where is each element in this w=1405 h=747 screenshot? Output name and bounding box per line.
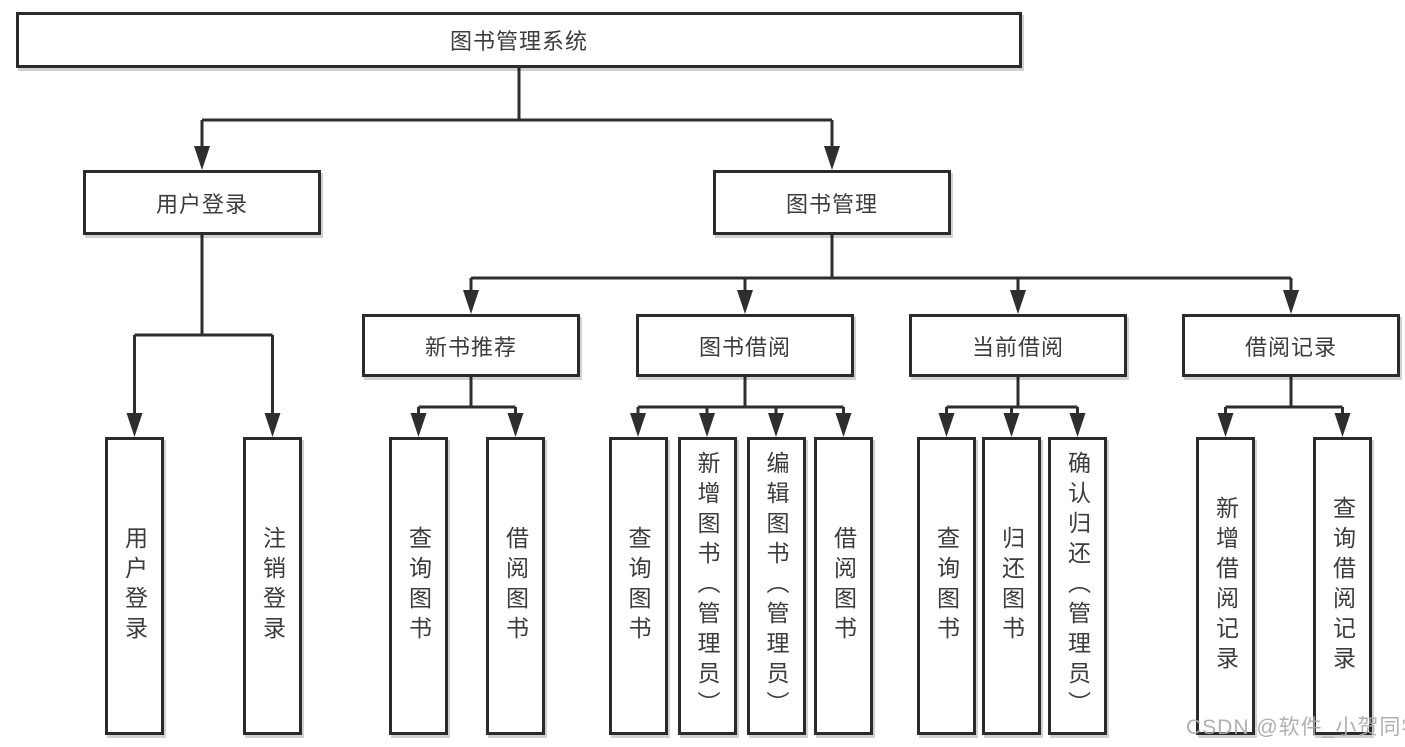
leaf-query-book-borrowing: 查询图书	[608, 437, 668, 735]
leaf-query-borrow-record: 查询借阅记录	[1313, 437, 1372, 735]
leaf-add-borrow-record-label: 新增借阅记录	[1212, 496, 1239, 676]
leaf-add-book-admin-label: 新增图书（管理员）	[694, 451, 720, 721]
leaf-query-book-recommend: 查询图书	[389, 437, 448, 735]
node-borrowing-records: 借阅记录	[1182, 314, 1400, 377]
node-root: 图书管理系统	[16, 12, 1022, 68]
leaf-borrow-book-borrowing: 借阅图书	[814, 437, 873, 735]
leaf-return-book-label: 归还图书	[998, 526, 1025, 646]
node-user-login: 用户登录	[83, 170, 321, 235]
leaf-query-book-recommend-label: 查询图书	[405, 526, 432, 646]
leaf-add-book-admin: 新增图书（管理员）	[677, 437, 737, 735]
leaf-logout: 注销登录	[243, 437, 302, 735]
node-book-management-label: 图书管理	[785, 191, 878, 217]
node-book-management: 图书管理	[713, 170, 951, 235]
leaf-user-login: 用户登录	[105, 437, 164, 735]
node-current-borrowing-label: 当前借阅	[971, 334, 1064, 360]
node-root-label: 图书管理系统	[449, 29, 588, 54]
node-current-borrowing: 当前借阅	[909, 314, 1127, 377]
tree-edges	[133, 68, 1344, 417]
leaf-query-borrow-record-label: 查询借阅记录	[1329, 496, 1356, 676]
leaf-query-book-borrowing-label: 查询图书	[625, 526, 651, 646]
node-book-borrowing: 图书借阅	[636, 314, 854, 377]
leaf-confirm-return-admin: 确认归还（管理员）	[1048, 437, 1107, 735]
leaf-borrow-book-recommend: 借阅图书	[486, 437, 545, 735]
leaf-confirm-return-admin-label: 确认归还（管理员）	[1064, 451, 1091, 721]
node-book-borrowing-label: 图书借阅	[698, 334, 791, 360]
leaf-return-book: 归还图书	[982, 437, 1041, 735]
watermark: CSDN @软件_小贺同学	[1186, 716, 1405, 739]
arrowhead-icons	[126, 146, 1351, 437]
leaf-logout-label: 注销登录	[259, 526, 286, 646]
node-new-book-recommend: 新书推荐	[362, 314, 580, 377]
node-new-book-recommend-label: 新书推荐	[424, 334, 517, 360]
node-user-login-label: 用户登录	[155, 191, 248, 217]
leaf-query-book-current: 查询图书	[917, 437, 976, 735]
leaf-borrow-book-recommend-label: 借阅图书	[502, 526, 529, 646]
leaf-borrow-book-borrowing-label: 借阅图书	[830, 526, 857, 646]
leaf-query-book-current-label: 查询图书	[933, 526, 960, 646]
node-borrowing-records-label: 借阅记录	[1244, 334, 1337, 360]
leaf-edit-book-admin: 编辑图书（管理员）	[746, 437, 806, 735]
leaf-user-login-label: 用户登录	[121, 526, 148, 646]
leaf-add-borrow-record: 新增借阅记录	[1196, 437, 1255, 735]
leaf-edit-book-admin-label: 编辑图书（管理员）	[763, 451, 789, 721]
